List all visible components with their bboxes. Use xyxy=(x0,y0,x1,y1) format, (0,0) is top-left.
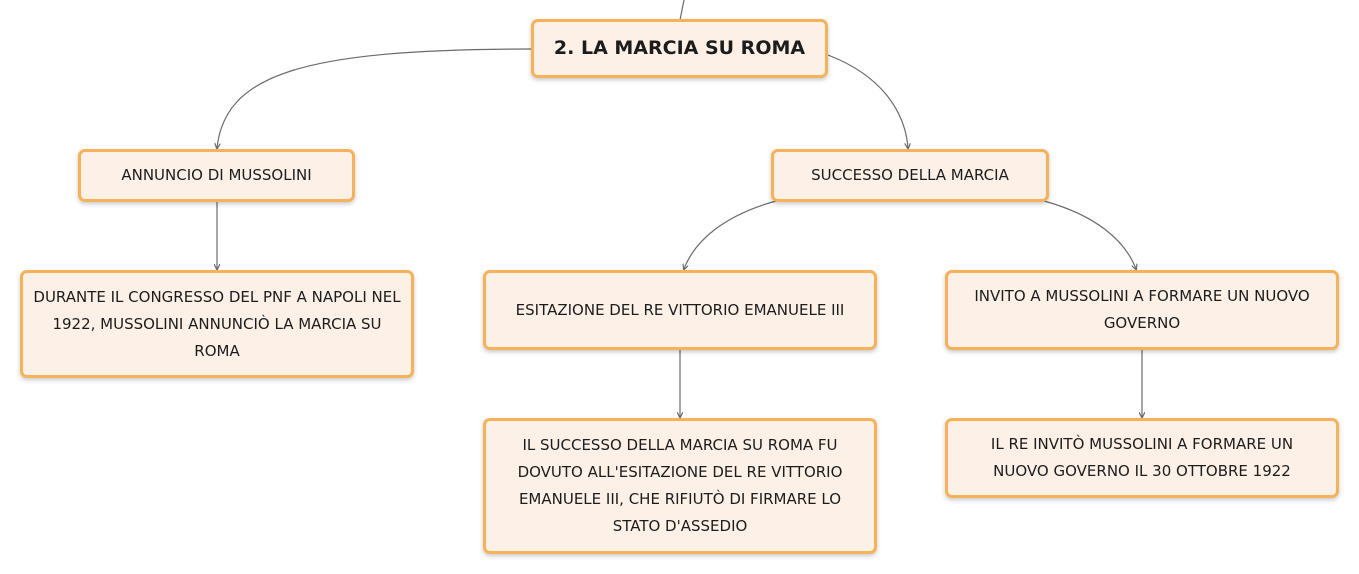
node-annuncio-di-mussolini[interactable]: ANNUNCIO DI MUSSOLINI xyxy=(78,149,355,202)
node-successo-della-marcia[interactable]: SUCCESSO DELLA MARCIA xyxy=(771,149,1049,202)
node-esitazione-label: ESITAZIONE DEL RE VITTORIO EMANUELE III xyxy=(515,300,845,319)
connector-successo-to-esitazione xyxy=(684,200,777,269)
connector-parent-to-root xyxy=(679,0,685,21)
node-root-marcia-su-roma[interactable]: 2. LA MARCIA SU ROMA xyxy=(531,19,828,78)
node-annuncio-detail[interactable]: DURANTE IL CONGRESSO DEL PNF A NAPOLI NE… xyxy=(20,270,414,378)
node-invito-detail-label: IL RE INVITÒ MUSSOLINI A FORMARE UN NUOV… xyxy=(990,435,1294,480)
node-invito-label: INVITO A MUSSOLINI A FORMARE UN NUOVO GO… xyxy=(974,287,1310,332)
node-esitazione-detail-label: IL SUCCESSO DELLA MARCIA SU ROMA FU DOVU… xyxy=(517,436,843,535)
node-esitazione-detail[interactable]: IL SUCCESSO DELLA MARCIA SU ROMA FU DOVU… xyxy=(483,418,877,554)
node-annuncio-label: ANNUNCIO DI MUSSOLINI xyxy=(121,166,312,184)
node-invito-detail[interactable]: IL RE INVITÒ MUSSOLINI A FORMARE UN NUOV… xyxy=(945,418,1339,498)
node-esitazione-del-re[interactable]: ESITAZIONE DEL RE VITTORIO EMANUELE III xyxy=(483,270,877,350)
node-successo-label: SUCCESSO DELLA MARCIA xyxy=(811,166,1009,184)
connector-successo-to-invito xyxy=(1043,200,1136,269)
connector-root-to-annuncio xyxy=(217,48,533,148)
connector-root-to-successo xyxy=(827,54,908,148)
node-root-label: 2. LA MARCIA SU ROMA xyxy=(553,37,806,59)
node-invito-a-mussolini[interactable]: INVITO A MUSSOLINI A FORMARE UN NUOVO GO… xyxy=(945,270,1339,350)
node-annuncio-detail-label: DURANTE IL CONGRESSO DEL PNF A NAPOLI NE… xyxy=(33,287,401,360)
